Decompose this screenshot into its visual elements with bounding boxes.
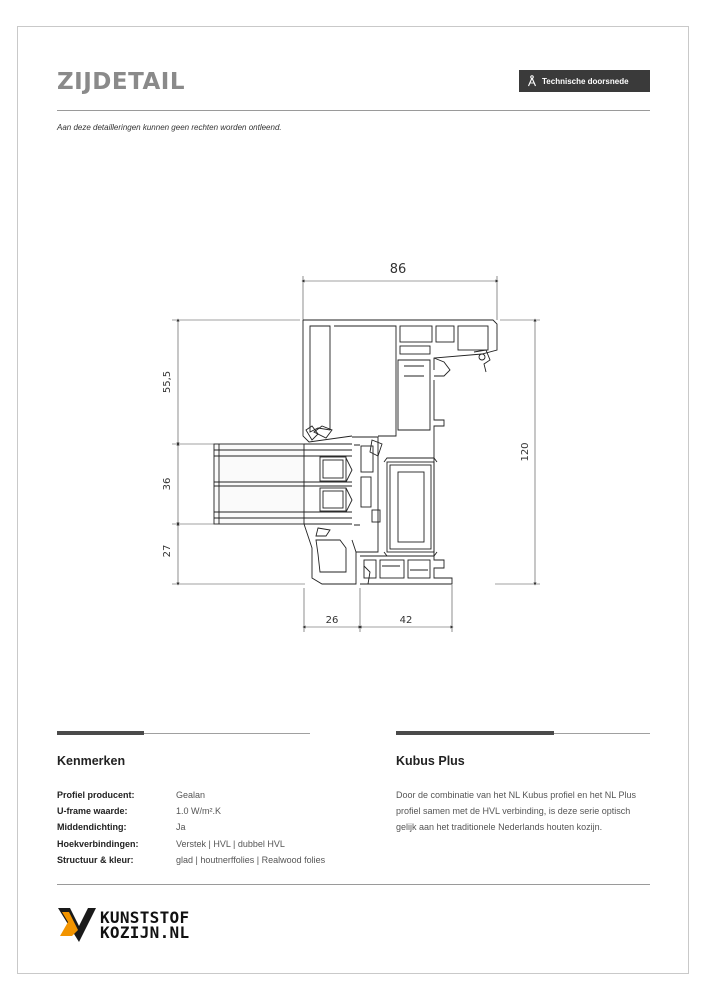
header-divider — [57, 110, 650, 111]
disclaimer-text: Aan deze detailleringen kunnen geen rech… — [57, 123, 282, 132]
logo-mark-icon — [58, 908, 96, 942]
technical-drawing: 86 55,5 36 27 120 26 42 — [162, 262, 540, 632]
dim-bottom-left-width: 26 — [326, 615, 339, 626]
spec-label: U-frame waarde: — [57, 806, 128, 817]
product-divider — [554, 733, 650, 734]
kenmerken-heading: Kenmerken — [57, 754, 126, 768]
kenmerken-accent-bar — [57, 731, 144, 735]
dim-bottom-right-width: 42 — [400, 615, 413, 626]
product-accent-bar — [396, 731, 554, 735]
product-heading: Kubus Plus — [396, 754, 465, 768]
spec-label: Profiel producent: — [57, 790, 135, 800]
spec-value: 1.0 W/m².K — [176, 806, 222, 817]
compass-icon — [527, 75, 537, 87]
spec-row: Profiel producent: Gealan — [57, 787, 325, 803]
dim-top-height: 55,5 — [162, 371, 173, 393]
product-description: Door de combinatie van het NL Kubus prof… — [396, 790, 636, 833]
spec-label: Structuur & kleur: — [57, 854, 134, 865]
frame-profile — [213, 319, 498, 585]
spec-row: U-frame waarde: 1.0 W/m².K — [57, 803, 325, 819]
dim-glass-height: 36 — [162, 478, 173, 491]
section-badge: Technische doorsnede — [519, 70, 650, 92]
page-title: ZIJDETAIL — [57, 69, 186, 95]
spec-list: Profiel producent: Gealan U-frame waarde… — [57, 787, 325, 868]
spec-value: Verstek | HVL | dubbel HVL — [176, 838, 285, 849]
spec-row: Hoekverbindingen: Verstek | HVL | dubbel… — [57, 836, 325, 852]
spec-label: Middendichting: — [57, 822, 127, 833]
kenmerken-divider — [144, 733, 310, 734]
spec-label: Hoekverbindingen: — [57, 838, 139, 849]
logo-line-1: KUNSTSTOF — [100, 908, 190, 927]
dim-total-width: 86 — [390, 262, 407, 277]
logo-line-2: KOZIJN.NL — [100, 923, 190, 942]
spec-value: Gealan — [176, 790, 206, 800]
badge-label: Technische doorsnede — [542, 76, 629, 86]
page-sheet — [17, 26, 689, 974]
spec-value: glad | houtnerffolies | Realwood folies — [176, 854, 326, 865]
dim-total-height: 120 — [520, 442, 531, 461]
spec-row: Structuur & kleur: glad | houtnerffolies… — [57, 852, 325, 868]
brand-logo[interactable]: KUNSTSTOF KOZIJN.NL — [58, 908, 189, 942]
spec-row: Middendichting: Ja — [57, 819, 325, 835]
dim-bottom-height: 27 — [162, 545, 173, 558]
footer-divider — [57, 884, 650, 885]
spec-value: Ja — [176, 822, 186, 833]
